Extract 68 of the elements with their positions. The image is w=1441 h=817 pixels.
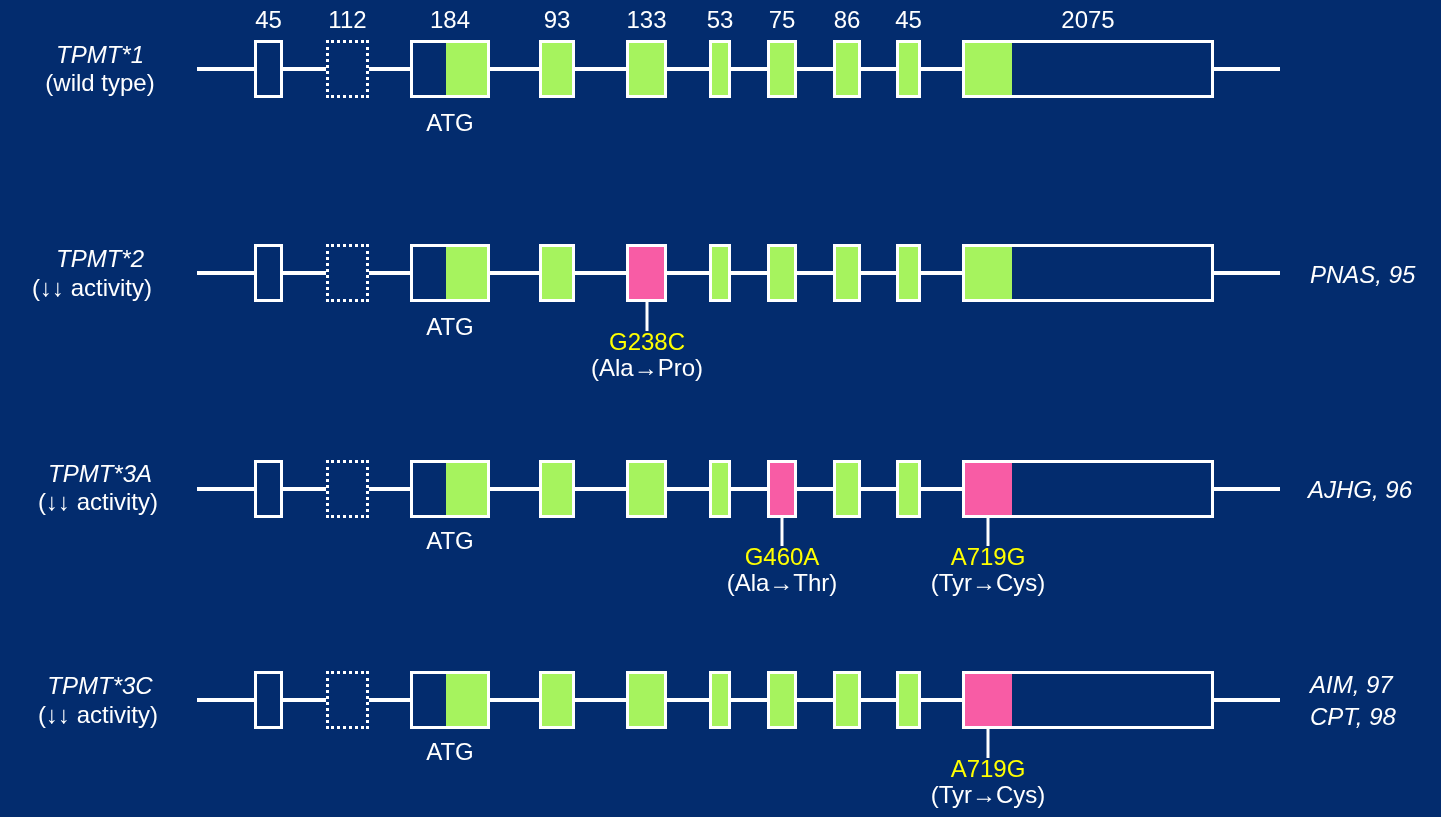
exon-box (896, 460, 921, 518)
allele-description: (wild type) (45, 69, 155, 97)
allele-name: TPMT*1 (56, 41, 144, 69)
exon-length: 45 (255, 6, 282, 34)
exon-box (326, 671, 369, 729)
amino-acid-change: (Ala→Pro) (591, 355, 703, 382)
allele-name: TPMT*3A (48, 460, 152, 488)
exon-box (962, 244, 1214, 302)
exon-box (626, 460, 667, 518)
exon-box (539, 244, 575, 302)
exon-box (896, 244, 921, 302)
exon-box (833, 460, 861, 518)
exon-length: 184 (430, 6, 470, 34)
start-codon-label: ATG (426, 109, 474, 137)
exon-box (326, 460, 369, 518)
start-codon-label: ATG (426, 738, 474, 766)
allele-description: (↓↓ activity) (32, 274, 152, 302)
citation: AIM, 97 (1310, 671, 1393, 699)
exon-length: 93 (543, 6, 571, 34)
exon-box (254, 244, 283, 302)
citation: PNAS, 95 (1310, 261, 1416, 289)
exon-box (833, 244, 861, 302)
exon-box (326, 244, 369, 302)
exon-length: 112 (328, 6, 367, 34)
exon-box (767, 671, 797, 729)
exon-box (709, 671, 731, 729)
exon-length: 45 (895, 6, 922, 34)
allele-name: TPMT*3C (47, 672, 153, 700)
citation: AJHG, 96 (1308, 476, 1413, 504)
start-codon-label: ATG (426, 313, 474, 341)
leader-line (986, 729, 990, 758)
citation: CPT, 98 (1310, 703, 1396, 731)
exon-length: 75 (768, 6, 796, 34)
exon-box (709, 244, 731, 302)
exon-box (767, 460, 797, 518)
exon-length: 53 (706, 6, 734, 34)
leader-line (645, 302, 649, 331)
exon-box (962, 671, 1214, 729)
amino-acid-change: (Tyr→Cys) (930, 782, 1046, 809)
exon-box (896, 671, 921, 729)
exon-length: 86 (833, 6, 861, 34)
exon-box (410, 244, 490, 302)
exon-length: 133 (626, 6, 667, 34)
exon-box (254, 671, 283, 729)
exon-box (626, 671, 667, 729)
mutation-label: A719G (949, 756, 1027, 783)
leader-line (986, 518, 990, 546)
start-codon-label: ATG (426, 527, 474, 555)
amino-acid-change: (Ala→Thr) (726, 570, 838, 597)
exon-box (539, 671, 575, 729)
allele-name: TPMT*2 (56, 245, 144, 273)
exon-box (833, 671, 861, 729)
exon-box (709, 460, 731, 518)
allele-description: (↓↓ activity) (38, 701, 158, 729)
mutation-label: G460A (743, 544, 821, 571)
mutation-label: G238C (607, 329, 686, 356)
exon-box (254, 460, 283, 518)
exon-box (962, 460, 1214, 518)
exon-box (539, 460, 575, 518)
amino-acid-change: (Tyr→Cys) (930, 570, 1046, 597)
mutation-label: A719G (949, 544, 1027, 571)
exon-box (626, 244, 667, 302)
exon-length: 2075 (1061, 6, 1115, 34)
exon-box (767, 244, 797, 302)
allele-description: (↓↓ activity) (38, 488, 158, 516)
exon-box (410, 671, 490, 729)
leader-line (780, 518, 784, 546)
exon-box (410, 460, 490, 518)
